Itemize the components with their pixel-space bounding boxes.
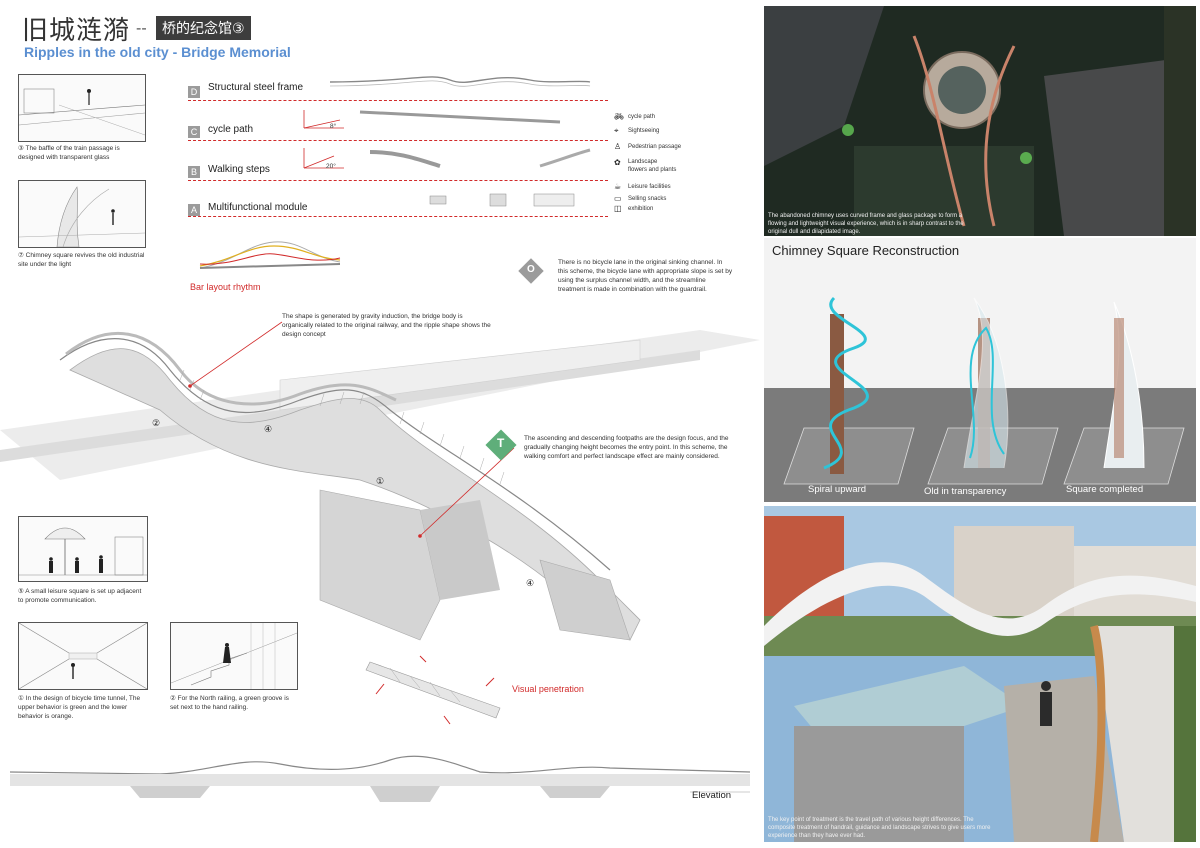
layer-divider xyxy=(188,180,608,181)
visual-penetration-label: Visual penetration xyxy=(512,684,584,694)
stair-render xyxy=(764,506,1196,842)
sketch-caption: ⑤ A small leisure square is set up adjac… xyxy=(18,588,142,604)
sketch-bicycle-tunnel xyxy=(18,622,148,690)
sketch-caption: ② For the North railing, a green groove … xyxy=(170,695,289,711)
stage-label-spiral: Spiral upward xyxy=(808,484,867,495)
sketch-caption: ⑦ Chimney square revives the old industr… xyxy=(18,252,145,268)
sketch-leisure-square xyxy=(18,516,148,582)
t-badge-letter: T xyxy=(497,436,505,450)
sketch-train-passage xyxy=(18,74,146,142)
legend-label-snacks: Selling snacks xyxy=(628,196,667,202)
legend-label-sightseeing: Sightseeing xyxy=(628,128,660,134)
marker-four-lower: ④ xyxy=(526,578,535,588)
layer-letter-a: A xyxy=(188,204,200,216)
layer-divider xyxy=(188,216,608,217)
sketch-bicycle-tunnel-drawing xyxy=(19,623,147,689)
angle-label-cycle: 8° xyxy=(330,123,337,130)
sketch-train-passage-drawing xyxy=(19,88,145,136)
marker-two: ② xyxy=(152,418,161,428)
page-subtitle: Ripples in the old city - Bridge Memoria… xyxy=(24,44,291,60)
layers-drawing xyxy=(303,76,591,207)
elevation-label: Elevation xyxy=(692,790,732,801)
bridge-perspective-drawing xyxy=(0,321,760,641)
stair-render-caption: The key point of treatment is the travel… xyxy=(768,817,991,839)
chimney-stages-drawing xyxy=(764,238,1196,502)
layer-label-walking-steps: Walking steps xyxy=(208,164,270,175)
binoculars-icon: ⌖ xyxy=(614,126,619,135)
sketch-leisure-square-drawing xyxy=(19,527,147,576)
exhibition-icon: ◫ xyxy=(614,204,622,213)
bicycle-lane-note: There is no bicycle lane in the original… xyxy=(558,259,733,293)
angle-label-steps: 20° xyxy=(326,163,336,170)
legend-label-pedestrian: Pedestrian passage xyxy=(628,144,682,150)
layer-letter-d: D xyxy=(188,86,200,98)
sketch-chimney-square-drawing xyxy=(19,186,145,247)
layer-label-cycle-path: cycle path xyxy=(208,124,254,135)
elevation-drawing xyxy=(10,755,750,802)
night-aerial-render xyxy=(764,6,1196,236)
legend-label-exhibition: exhibition xyxy=(628,206,654,212)
chimney-reconstruction-panel xyxy=(764,238,1196,502)
sketch-north-railing xyxy=(170,622,298,690)
title-separator: -- xyxy=(136,20,147,37)
marker-one: ① xyxy=(376,476,385,486)
sketch-north-railing-drawing xyxy=(171,623,297,689)
visual-penetration-drawing xyxy=(365,655,501,725)
stage-label-transparency: Old in transparency xyxy=(924,486,1007,497)
bar-rhythm-drawing xyxy=(199,241,341,269)
stage-label-completed: Square completed xyxy=(1066,484,1144,495)
layer-letter-c: C xyxy=(188,126,200,138)
footpaths-note: The ascending and descending footpaths a… xyxy=(524,435,729,460)
sketch-caption: ① In the design of bicycle time tunnel, … xyxy=(18,695,141,720)
gravity-note: The shape is generated by gravity induct… xyxy=(282,313,491,338)
pedestrian-icon: ♙ xyxy=(614,142,622,151)
sketch-chimney-square xyxy=(18,180,146,248)
layer-divider xyxy=(188,140,608,141)
bar-rhythm-label: Bar layout rhythm xyxy=(190,282,261,292)
marker-four-upper: ④ xyxy=(264,424,273,434)
legend-label-cycle-path: cycle path xyxy=(628,114,656,120)
layer-letter-b: B xyxy=(188,166,200,178)
night-aerial-drawing xyxy=(764,6,1196,236)
snack-icon: ▭ xyxy=(614,194,622,203)
title-badge: 桥的纪念馆③ xyxy=(156,16,251,40)
layer-label-structural-steel-frame: Structural steel frame xyxy=(208,82,304,93)
o-badge-letter: O xyxy=(527,264,535,275)
night-render-caption: The abandoned chimney uses curved frame … xyxy=(768,213,964,235)
legend-label-landscape: Landscape flowers and plants xyxy=(628,159,677,173)
stair-render-drawing xyxy=(764,506,1196,842)
sketch-caption: ③ The baffle of the train passage is des… xyxy=(18,145,120,161)
bicycle-icon: 🚲︎ xyxy=(614,112,625,121)
layer-divider xyxy=(188,100,608,101)
flower-icon: ✿ xyxy=(614,158,621,167)
page-title-chinese: 旧城涟漪 xyxy=(22,16,131,46)
chimney-section-title: Chimney Square Reconstruction xyxy=(772,243,960,258)
legend-label-leisure: Leisure facilities xyxy=(628,184,671,190)
layer-label-multifunctional-module: Multifunctional module xyxy=(208,202,308,213)
cup-icon: ☕︎ xyxy=(614,182,622,191)
